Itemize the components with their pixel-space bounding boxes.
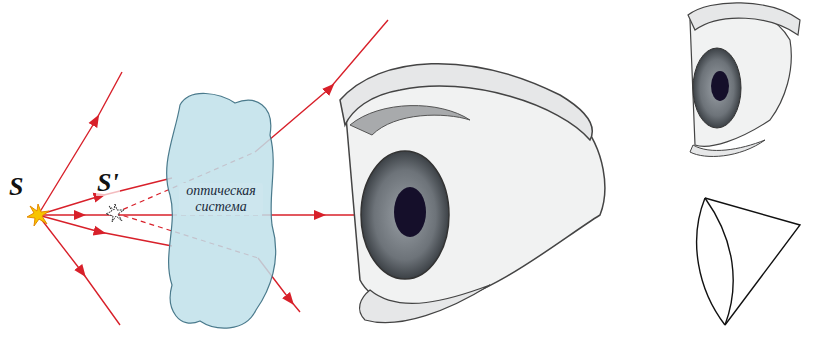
point-label: S' [96,170,120,196]
image-star [106,204,124,222]
system-label: оптическая система [179,183,263,215]
small-eye [688,3,800,157]
eye-symbol [697,198,800,325]
source-star [27,204,49,226]
point-label: S [8,174,24,200]
large-eye [340,64,605,323]
optical-system-blob: оптическая система [160,85,282,335]
